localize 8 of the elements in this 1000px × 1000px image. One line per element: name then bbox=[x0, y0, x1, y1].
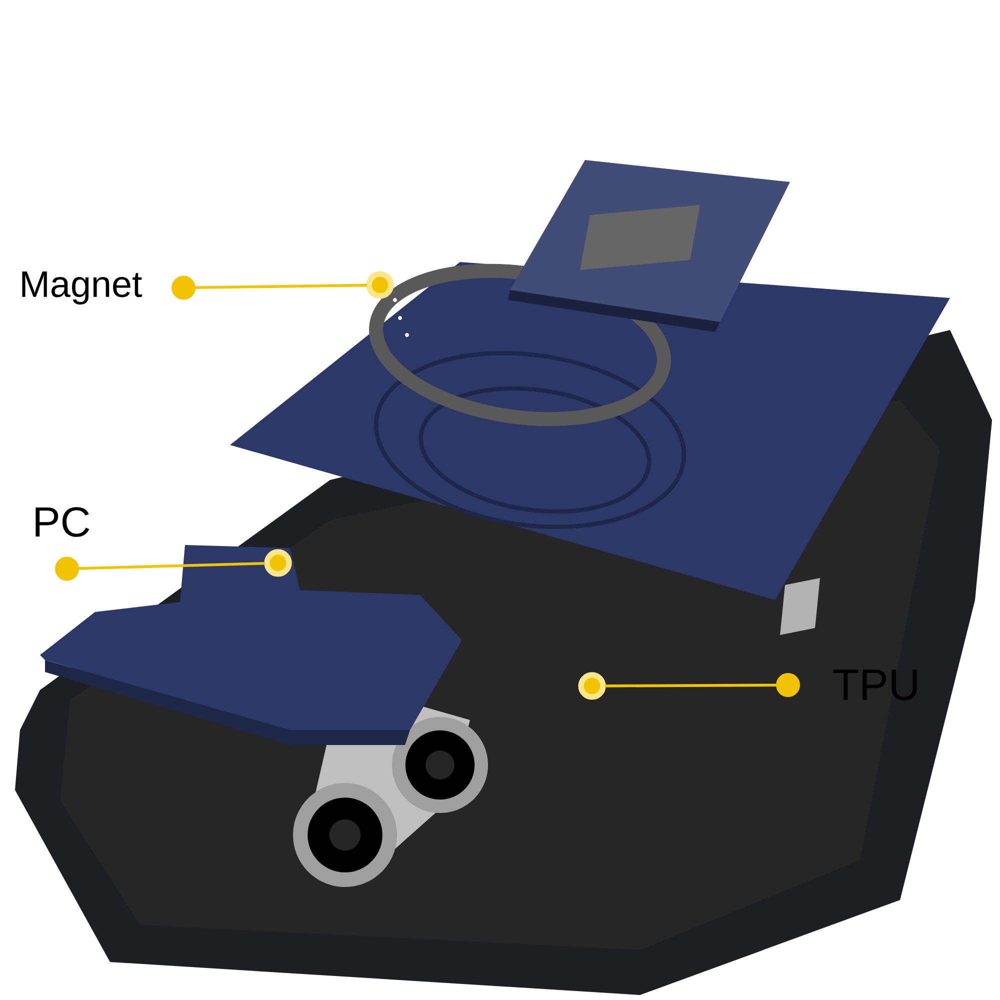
callout-dot bbox=[264, 549, 292, 577]
callout-dot bbox=[578, 672, 606, 700]
leader-line bbox=[605, 673, 800, 698]
part-label: Magnet bbox=[22, 272, 142, 304]
leader-line bbox=[55, 556, 266, 581]
leader-line bbox=[172, 276, 368, 300]
part-label: PC bbox=[36, 507, 90, 537]
callout-dot bbox=[366, 271, 394, 299]
